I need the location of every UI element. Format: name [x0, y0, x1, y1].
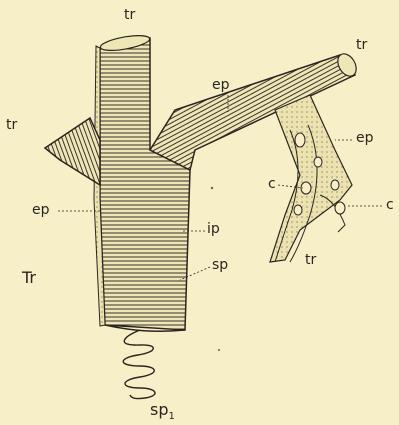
label-sp1: sp1: [150, 402, 175, 422]
cell-nucleus: [331, 180, 339, 190]
cell-nucleus: [294, 205, 302, 215]
label-ep-left: ep: [32, 203, 50, 217]
cell-nucleus: [335, 202, 345, 214]
label-c-left: c: [268, 177, 276, 191]
label-ep-right: ep: [356, 131, 374, 145]
spiral-thread: [123, 330, 155, 399]
label-tr-bottom: tr: [305, 253, 316, 267]
label-sp: sp: [212, 258, 228, 272]
label-Tr: Tr: [22, 270, 36, 286]
label-tr-left: tr: [6, 118, 17, 132]
label-ep-top: ep: [212, 78, 230, 92]
cell-nucleus: [295, 133, 305, 147]
label-tr-top: tr: [124, 8, 135, 22]
label-sp1-text: sp: [150, 400, 169, 419]
main-trachea-trunk: [94, 38, 190, 330]
label-sp1-subscript: 1: [169, 411, 175, 422]
left-trachea-branch: [45, 118, 100, 185]
label-c-right: c: [386, 198, 394, 212]
label-tr-right: tr: [356, 38, 367, 52]
cell-nucleus: [314, 157, 322, 167]
label-ip: ip: [207, 222, 220, 236]
cellular-tracheole: [270, 95, 352, 262]
